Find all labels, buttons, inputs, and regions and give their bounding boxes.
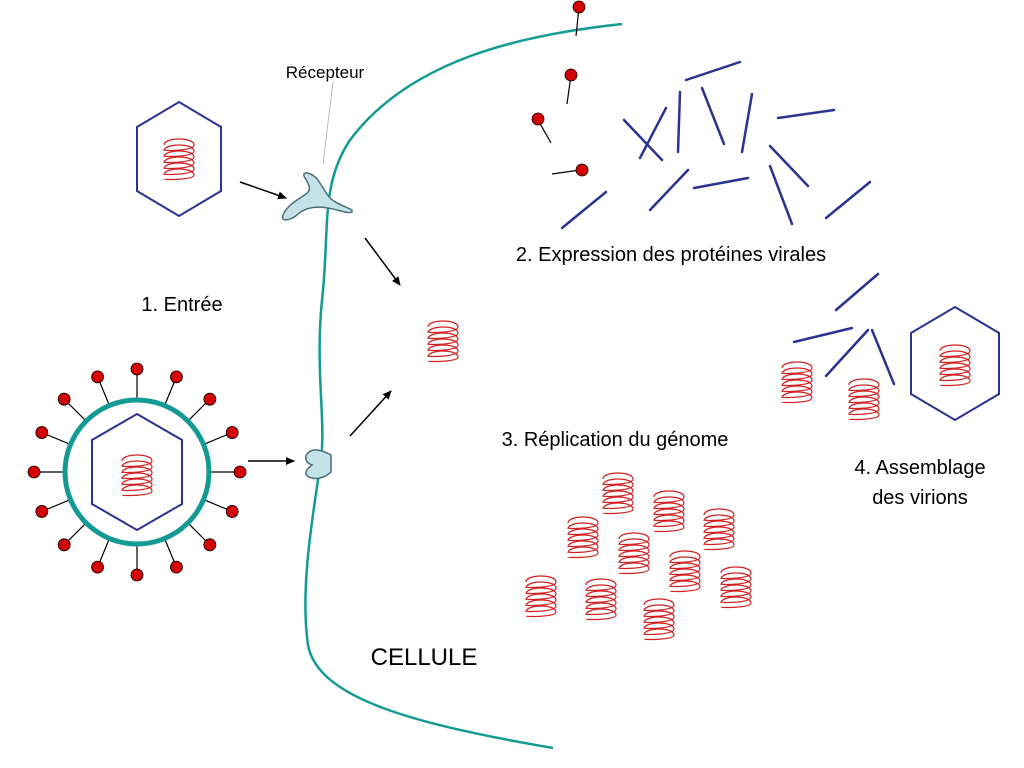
assembly-label-line-2: des virions — [872, 487, 968, 509]
glycoprotein-spike-icon — [163, 538, 183, 574]
glycoprotein-spike-icon — [130, 362, 144, 400]
glycoprotein-spike-icon — [57, 522, 87, 552]
glycoprotein-spike-icon — [91, 538, 111, 574]
expression-label: 2. Expression des protéines virales — [516, 244, 826, 266]
receptor-label: Récepteur — [286, 63, 365, 82]
rna-coil-icon — [939, 344, 971, 387]
viral-protein-rod-icon — [560, 190, 608, 230]
rna-coil-icon — [121, 454, 153, 497]
rna-coil-icon — [781, 361, 813, 404]
cell-label: CELLULE — [371, 644, 478, 671]
viral-protein-rod-icon — [700, 86, 726, 146]
glycoprotein-spike-icon — [187, 392, 217, 422]
arrow-lower-receptor-to-cytoplasm — [349, 390, 392, 437]
rna-coil-icon — [602, 472, 634, 515]
glycoprotein-spike-icon — [551, 163, 589, 177]
glycoprotein-spike-icon — [203, 498, 239, 518]
arrow-naked-virus-to-receptor — [239, 181, 287, 200]
viral-proteins — [560, 60, 896, 386]
rna-coil-icon — [618, 532, 650, 575]
viral-protein-rod-icon — [684, 60, 742, 82]
viral-protein-rod-icon — [740, 92, 754, 154]
cell-receptor-upper — [281, 172, 353, 221]
hexagonal-capsid-icon — [136, 100, 222, 218]
enveloped-virus — [27, 362, 247, 582]
viral-protein-rod-icon — [870, 328, 896, 386]
viral-protein-rod-icon — [648, 168, 690, 212]
receptor-callout-line — [322, 81, 334, 165]
rna-coil-icon — [567, 516, 599, 559]
rna-coil-icon — [427, 320, 459, 363]
rna-coil-icon — [703, 508, 735, 551]
assembly-label-line-1: 4. Assemblage — [854, 457, 985, 479]
glycoprotein-spike-icon — [27, 465, 65, 479]
viral-protein-rod-icon — [692, 176, 750, 190]
entry-label: 1. Entrée — [141, 294, 222, 316]
glycoprotein-spike-icon — [531, 112, 552, 144]
rna-coil-icon — [669, 550, 701, 593]
arrow-receptor-to-cytoplasm — [364, 237, 401, 286]
viral-protein-rod-icon — [676, 90, 682, 154]
free-glycoproteins — [531, 0, 589, 177]
glycoprotein-spike-icon — [130, 544, 144, 582]
viral-protein-rod-icon — [768, 164, 794, 226]
rna-coil-icon — [163, 138, 195, 181]
viral-protein-rod-icon — [792, 326, 854, 344]
glycoprotein-spike-icon — [564, 68, 578, 105]
rna-coil-icon — [720, 566, 752, 609]
replication-label: 3. Réplication du génome — [502, 429, 729, 451]
assembled-virion — [910, 305, 1000, 422]
free-genomes — [427, 320, 880, 641]
viral-protein-rod-icon — [768, 144, 810, 188]
cell-membrane — [304, 22, 623, 750]
viral-protein-rod-icon — [776, 108, 836, 120]
viral-envelope — [62, 397, 212, 547]
rna-coil-icon — [585, 578, 617, 621]
glycoprotein-spike-icon — [35, 426, 71, 446]
viral-protein-rod-icon — [622, 118, 664, 162]
rna-coil-icon — [653, 490, 685, 533]
cell-receptor-lower — [304, 449, 332, 480]
glycoprotein-spike-icon — [187, 522, 217, 552]
viral-protein-rod-icon — [824, 328, 870, 378]
glycoprotein-spike-icon — [91, 370, 111, 406]
naked-virus — [136, 100, 222, 218]
hexagonal-capsid-icon — [910, 305, 1000, 422]
glycoprotein-spike-icon — [572, 0, 586, 37]
viral-protein-rod-icon — [834, 272, 880, 312]
viral-protein-rod-icon — [638, 106, 668, 160]
glycoprotein-spike-icon — [203, 426, 239, 446]
hexagonal-capsid-icon — [91, 412, 183, 532]
glycoprotein-spike-icon — [35, 498, 71, 518]
glycoprotein-spikes — [27, 362, 247, 582]
viral-protein-rod-icon — [824, 180, 872, 220]
rna-coil-icon — [525, 575, 557, 618]
glycoprotein-spike-icon — [209, 465, 247, 479]
glycoprotein-spike-icon — [163, 370, 183, 406]
rna-coil-icon — [848, 378, 880, 421]
rna-coil-icon — [643, 598, 675, 641]
glycoprotein-spike-icon — [57, 392, 87, 422]
